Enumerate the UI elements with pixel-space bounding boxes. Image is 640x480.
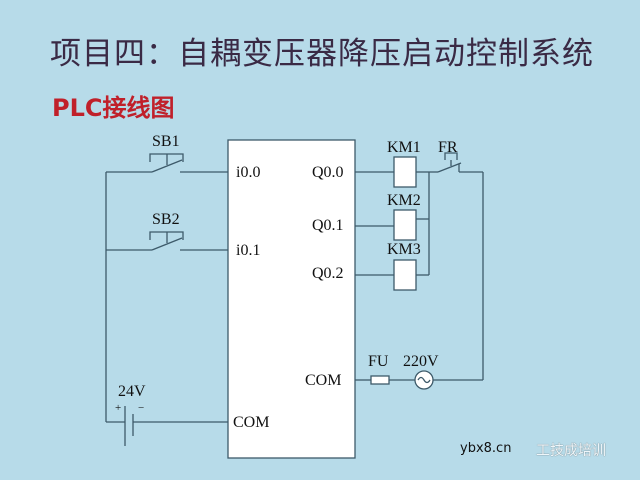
km2-label: KM2 [387,192,421,209]
sb1-label: SB1 [152,133,180,150]
i0.0-label: i0.0 [236,164,260,181]
plc-box [227,139,356,459]
dc-plus-label: + [115,402,121,414]
watermark-brand: 工技成培训 [536,443,606,459]
dc-minus-label: − [138,402,144,414]
i0.1-label: i0.1 [236,242,260,259]
q0.2-label: Q0.2 [312,265,344,282]
fu-label: FU [368,353,389,370]
watermark-site: ybx8.cn [460,441,512,456]
coil-km2 [393,209,417,241]
output-com-label: COM [305,372,341,389]
coil-km1 [393,156,417,188]
km3-label: KM3 [387,241,421,258]
q0.1-label: Q0.1 [312,217,344,234]
fuse-fu [370,375,390,385]
coil-km3 [393,259,417,291]
input-com-label: COM [233,414,269,431]
q0.0-label: Q0.0 [312,164,344,181]
ac-voltage-label: 220V [403,353,439,370]
dc-voltage-label: 24V [118,383,146,400]
diagram-subtitle: PLC接线图 [52,94,175,122]
km1-label: KM1 [387,139,421,156]
sb2-label: SB2 [152,211,180,228]
fr-label: FR [438,139,458,156]
page-title: 项目四：自耦变压器降压启动控制系统 [50,36,594,72]
